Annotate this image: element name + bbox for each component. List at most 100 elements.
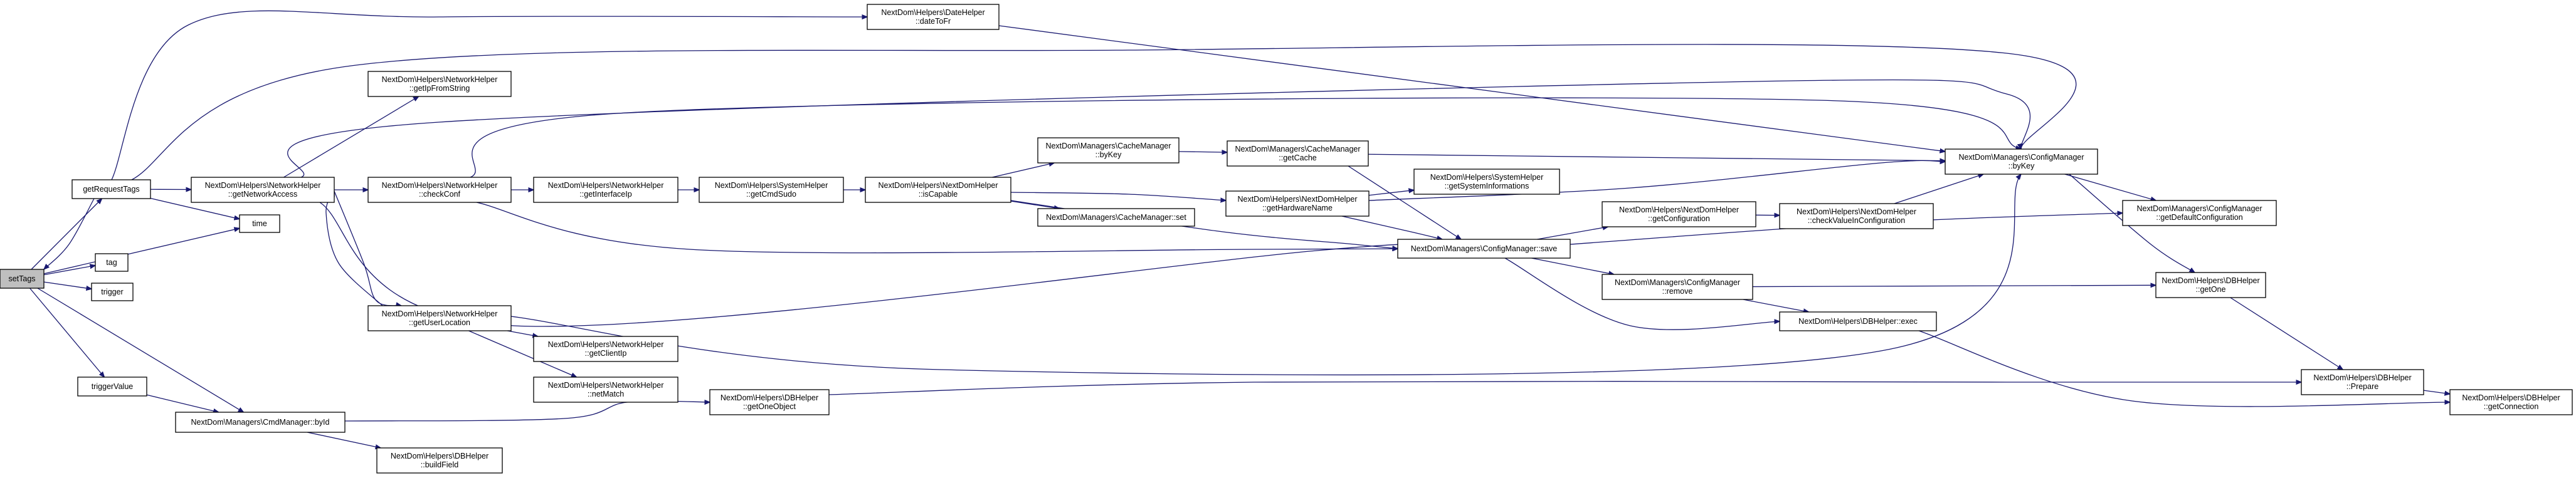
node-label-line: ::getInterfaceIp <box>579 190 631 199</box>
node-getInterfaceIp[interactable]: NextDom\Helpers\NetworkHelper::getInterf… <box>533 177 678 203</box>
node-dateToFr[interactable]: NextDom\Helpers\DateHelper::dateToFr <box>867 4 1000 30</box>
node-box[interactable] <box>0 269 45 289</box>
node-box[interactable] <box>533 336 678 362</box>
node-label-line: NextDom\Managers\CmdManager::byId <box>191 418 330 427</box>
node-label-line: ::byKey <box>2009 162 2035 170</box>
node-box[interactable] <box>95 253 129 272</box>
node-time[interactable]: time <box>239 214 280 233</box>
node-getDefaultConfiguration[interactable]: NextDom\Managers\ConfigManager::getDefau… <box>2122 200 2277 226</box>
node-label-line: NextDom\Managers\ConfigManager::save <box>1411 244 1557 253</box>
node-getNetworkAccess[interactable]: NextDom\Helpers\NetworkHelper::getNetwor… <box>191 177 335 203</box>
node-label-line: NextDom\Helpers\NextDomHelper <box>878 181 998 190</box>
node-box[interactable] <box>1227 140 1369 167</box>
edge-getOne-to-prepare <box>2230 297 2343 370</box>
node-box[interactable] <box>376 447 503 474</box>
node-box[interactable] <box>1413 169 1560 195</box>
node-box[interactable] <box>77 377 147 397</box>
edge-getRequestTags-to-time <box>150 197 240 219</box>
node-label-line: NextDom\Helpers\NetworkHelper <box>548 340 664 349</box>
edge-configSave-to-configRemove <box>1531 257 1613 274</box>
edge-getRequestTags-to-dateToFr <box>111 10 867 180</box>
node-box[interactable] <box>533 177 678 203</box>
node-label-line: ::getCmdSudo <box>746 190 796 199</box>
node-label-line: NextDom\Helpers\DBHelper <box>391 452 488 460</box>
node-box[interactable] <box>1602 274 1753 300</box>
node-checkValueInConfiguration[interactable]: NextDom\Helpers\NextDomHelper::checkValu… <box>1779 203 1934 229</box>
node-box[interactable] <box>867 4 1000 30</box>
node-buildField[interactable]: NextDom\Helpers\DBHelper::buildField <box>376 447 503 474</box>
node-box[interactable] <box>1037 208 1195 227</box>
node-setTags[interactable]: setTags <box>0 269 45 289</box>
node-checkConf[interactable]: NextDom\Helpers\NetworkHelper::checkConf <box>367 177 512 203</box>
edge-dateToFr-to-configByKey <box>998 25 1945 152</box>
node-box[interactable] <box>175 412 346 433</box>
node-label-line: NextDom\Managers\ConfigManager <box>2136 204 2262 213</box>
node-box[interactable] <box>709 389 830 415</box>
node-getCmdSudo[interactable]: NextDom\Helpers\SystemHelper::getCmdSudo <box>699 177 844 203</box>
node-label-line: getRequestTags <box>83 185 139 194</box>
node-box[interactable] <box>191 177 335 203</box>
edge-getRequestTags-to-configByKey <box>131 44 2077 180</box>
node-box[interactable] <box>239 214 280 233</box>
node-box[interactable] <box>2155 272 2266 298</box>
node-triggerValue[interactable]: triggerValue <box>77 377 147 397</box>
node-getUserLocation[interactable]: NextDom\Helpers\NetworkHelper::getUserLo… <box>367 305 512 331</box>
node-cmdById[interactable]: NextDom\Managers\CmdManager::byId <box>175 412 346 433</box>
node-box[interactable] <box>1945 148 2098 175</box>
node-getOne[interactable]: NextDom\Helpers\DBHelper::getOne <box>2155 272 2266 298</box>
edge-layer <box>29 10 2450 448</box>
node-box[interactable] <box>1779 203 1934 229</box>
edge-getCache-to-configSave <box>1348 165 1461 239</box>
node-label-line: ::netMatch <box>588 390 624 398</box>
node-getIpFromString[interactable]: NextDom\Helpers\NetworkHelper::getIpFrom… <box>367 71 512 97</box>
node-label-line: ::dateToFr <box>916 17 951 26</box>
node-isCapable[interactable]: NextDom\Helpers\NextDomHelper::isCapable <box>865 177 1011 203</box>
node-box[interactable] <box>367 177 512 203</box>
node-tag[interactable]: tag <box>95 253 129 272</box>
node-label-line: ::checkValueInConfiguration <box>1808 216 1905 225</box>
node-label-line: NextDom\Managers\CacheManager <box>1235 145 1360 153</box>
node-prepare[interactable]: NextDom\Helpers\DBHelper::Prepare <box>2301 369 2424 395</box>
node-box[interactable] <box>1225 190 1370 217</box>
edge-checkValueInConfiguration-to-configByKey <box>1894 174 1983 204</box>
edge-getHardwareName-to-configSave <box>1341 216 1442 239</box>
node-box[interactable] <box>91 283 134 301</box>
node-netMatch[interactable]: NextDom\Helpers\NetworkHelper::netMatch <box>533 377 678 403</box>
node-label-line: ::isCapable <box>919 190 958 199</box>
edge-setTags-to-cmdById <box>37 288 244 412</box>
node-box[interactable] <box>1602 201 1756 227</box>
edge-setTags-to-trigger <box>43 281 92 289</box>
node-box[interactable] <box>2301 369 2424 395</box>
node-cacheByKey[interactable]: NextDom\Managers\CacheManager::byKey <box>1037 137 1180 164</box>
node-box[interactable] <box>533 377 678 403</box>
node-box[interactable] <box>1397 239 1571 259</box>
node-box[interactable] <box>1037 137 1180 164</box>
node-label-line: ::getSystemInformations <box>1445 182 1529 190</box>
node-box[interactable] <box>367 305 512 331</box>
node-box[interactable] <box>2122 200 2277 226</box>
edge-getNetworkAccess-to-configByKey <box>287 79 2030 178</box>
node-configRemove[interactable]: NextDom\Managers\ConfigManager::remove <box>1602 274 1753 300</box>
node-getOneObject[interactable]: NextDom\Helpers\DBHelper::getOneObject <box>709 389 830 415</box>
node-getSystemInformations[interactable]: NextDom\Helpers\SystemHelper::getSystemI… <box>1413 169 1560 195</box>
edge-dbExec-to-getConnection <box>1918 330 2450 407</box>
node-box[interactable] <box>2449 389 2573 415</box>
node-trigger[interactable]: trigger <box>91 283 134 301</box>
node-getConnection[interactable]: NextDom\Helpers\DBHelper::getConnection <box>2449 389 2573 415</box>
node-configSave[interactable]: NextDom\Managers\ConfigManager::save <box>1397 239 1571 259</box>
node-box[interactable] <box>71 179 151 199</box>
node-getCache[interactable]: NextDom\Managers\CacheManager::getCache <box>1227 140 1369 167</box>
node-dbExec[interactable]: NextDom\Helpers\DBHelper::exec <box>1779 311 1937 331</box>
node-getHardwareName[interactable]: NextDom\Helpers\NextDomHelper::getHardwa… <box>1225 190 1370 217</box>
edge-prepare-to-getConnection <box>2423 390 2450 394</box>
node-getRequestTags[interactable]: getRequestTags <box>71 179 151 199</box>
node-box[interactable] <box>1779 311 1937 331</box>
node-cacheSet[interactable]: NextDom\Managers\CacheManager::set <box>1037 208 1195 227</box>
node-label-line: ::getOne <box>2196 285 2226 294</box>
node-getClientIp[interactable]: NextDom\Helpers\NetworkHelper::getClient… <box>533 336 678 362</box>
node-box[interactable] <box>699 177 844 203</box>
node-configByKey[interactable]: NextDom\Managers\ConfigManager::byKey <box>1945 148 2098 175</box>
node-box[interactable] <box>865 177 1011 203</box>
node-getConfiguration[interactable]: NextDom\Helpers\NextDomHelper::getConfig… <box>1602 201 1756 227</box>
node-box[interactable] <box>367 71 512 97</box>
